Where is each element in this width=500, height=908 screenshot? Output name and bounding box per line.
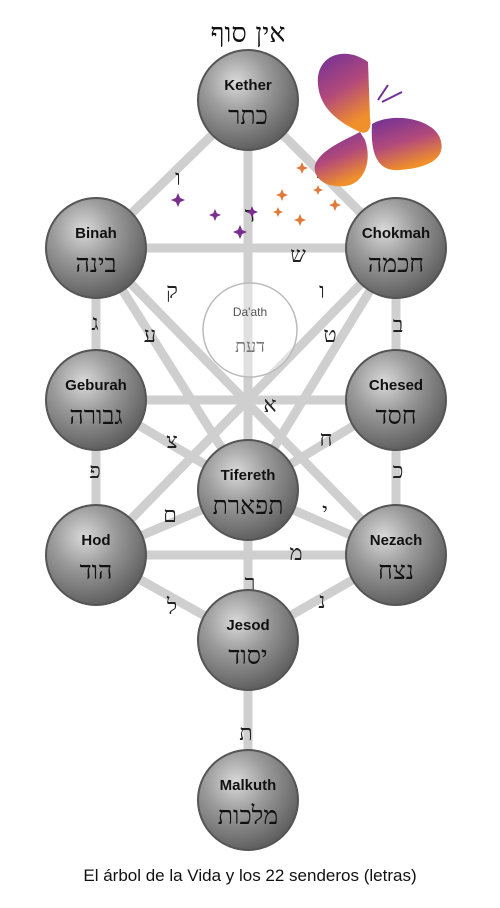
path-letter: נ [318, 589, 325, 614]
sefirah-name: Binah [75, 225, 117, 242]
path-letter: ם [163, 503, 177, 528]
sefirah-name: Kether [224, 77, 272, 94]
sefirah-hebrew: יסוד [228, 641, 267, 670]
sefirah-name: Tifereth [221, 467, 276, 484]
path-letter: ב [393, 313, 404, 338]
sefirah-sphere [45, 504, 147, 606]
sparkle-star-icon [276, 189, 288, 201]
sefirah-chokmah: Chokmah חכמה [345, 197, 447, 299]
sefirah-hebrew: הוד [80, 556, 113, 585]
path-letter: ח [319, 427, 332, 452]
sefirah-hebrew: חסד [375, 401, 416, 430]
path-letter: ע [144, 323, 156, 348]
path-letter: צ [166, 429, 178, 454]
sefirah-hebrew: בינה [75, 249, 116, 278]
sefirah-chesed: Chesed חסד [345, 349, 447, 451]
sparkle-stars [171, 162, 341, 239]
path-letter: י [322, 499, 328, 524]
sefirah-sphere [45, 197, 147, 299]
path-letter: ר [245, 571, 256, 596]
path-letter: כ [393, 459, 404, 484]
sefirah-name: Malkuth [220, 777, 277, 794]
sefirah-hebrew: תפארת [213, 491, 284, 520]
path-letter: מ [289, 541, 302, 566]
sefirah-hebrew: מלכות [218, 801, 278, 830]
sefirah-tifereth: Tifereth תפארת [197, 439, 299, 541]
sefirah-sphere [345, 504, 447, 606]
sparkle-star-icon [233, 225, 247, 239]
sefirah-name: Jesod [226, 617, 269, 634]
path-letter: ד [245, 203, 256, 228]
path-letter: ט [323, 323, 336, 348]
sefirah-kether: Kether כתר [197, 49, 299, 151]
daath-circle: Da'ath דעת [202, 282, 298, 378]
sparkle-star-icon [329, 199, 341, 211]
sefirah-hod: Hod הוד [45, 504, 147, 606]
sefirah-sphere [197, 49, 299, 151]
sefirah-hebrew: גבורה [69, 401, 122, 430]
sefirah-hebrew: חכמה [368, 249, 424, 278]
path-letter: ו [319, 279, 325, 304]
sefirah-hebrew: כתר [228, 101, 268, 130]
sparkle-star-icon [246, 206, 258, 218]
path-letter: ש [290, 243, 306, 268]
diagram-caption: El árbol de la Vida y los 22 senderos (l… [83, 866, 417, 885]
sefirah-binah: Binah בינה [45, 197, 147, 299]
sefirah-sphere [197, 589, 299, 691]
sparkle-star-icon [296, 162, 308, 174]
sefirah-name: Geburah [65, 377, 127, 394]
sefirah-sphere [345, 197, 447, 299]
path-letter: פ [89, 459, 101, 484]
sefirah-jesod: Jesod יסוד [197, 589, 299, 691]
sefirah-sphere [345, 349, 447, 451]
sefirot-layer: KetherכתרBinahבינהChokmahחכמהGeburahגבור… [45, 49, 447, 851]
path-letter: ג [91, 311, 98, 336]
tree-of-life-svg: Da'ath דעת והדשקועטגבאצחפכםימרלנת Kether… [45, 18, 447, 851]
sparkle-star-icon [294, 214, 306, 226]
sefirah-name: Hod [81, 532, 110, 549]
sparkle-star-icon [313, 185, 323, 195]
sefirah-nezach: Nezach נצח [345, 504, 447, 606]
sefirah-sphere [197, 749, 299, 851]
sefirah-sphere [45, 349, 147, 451]
sefirah-name: Chesed [369, 377, 423, 394]
sefirah-name: Chokmah [362, 225, 430, 242]
sefirah-geburah: Geburah גבורה [45, 349, 147, 451]
sefirah-sphere [197, 439, 299, 541]
butterfly-icon [314, 53, 442, 187]
sefirah-name: Nezach [370, 532, 423, 549]
path-chokmah-hod [91, 243, 401, 560]
ain-soph-label: אין סוף [210, 18, 285, 49]
path-letter: ת [239, 721, 252, 746]
sefirah-malkuth: Malkuth מלכות [197, 749, 299, 851]
sefirah-hebrew: נצח [378, 556, 414, 585]
path-letter: ל [166, 595, 177, 620]
sparkle-star-icon [209, 209, 221, 221]
path-letter: א [263, 393, 276, 418]
daath-name: Da'ath [233, 305, 267, 319]
path-letter: ו [175, 166, 181, 191]
daath-hebrew: דעת [235, 336, 265, 357]
sparkle-star-icon [273, 207, 283, 217]
sparkle-star-icon [171, 193, 185, 207]
path-letter: ק [166, 279, 178, 304]
